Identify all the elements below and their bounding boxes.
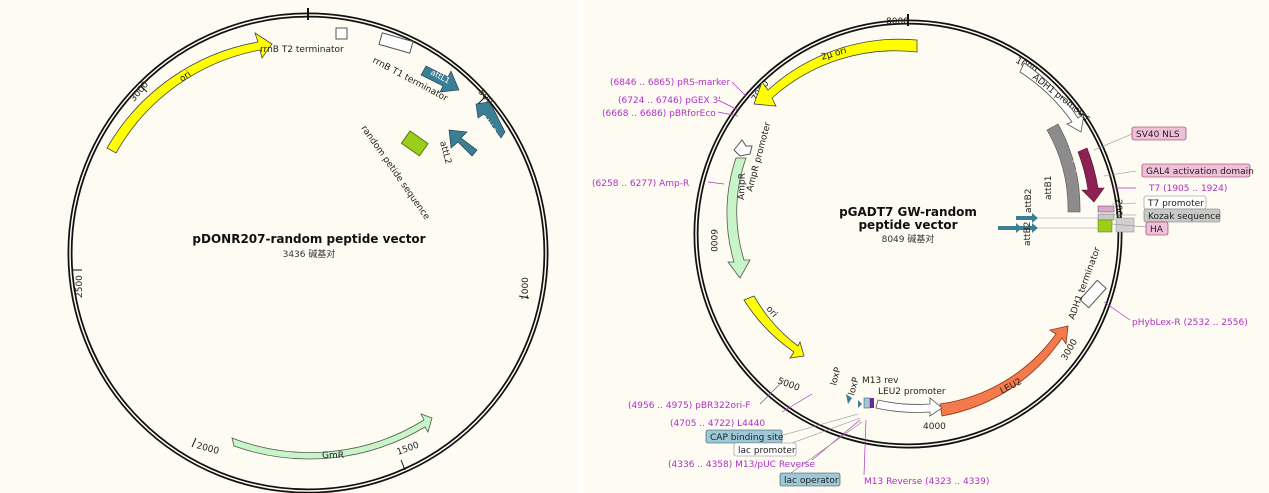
tick-label: 2000 [1113,199,1123,222]
loxp-feature[interactable] [846,394,852,404]
site-prs-marker[interactable]: (6846 .. 6865) pRS-marker [610,78,730,88]
sv40-nls-label: SV40 NLS [1136,130,1180,140]
tick-label: 4000 [923,422,946,432]
kozak-label: Kozak sequence [1148,212,1221,222]
pgadt7-map: 8000 1000 2000 3000 4000 5000 6000 7000 … [592,14,1254,487]
m13-rev-feature[interactable] [870,398,874,408]
leu2-promoter-feature[interactable] [875,397,943,417]
pdonr207-map: 1000 500 1500 2000 2500 3000 ori rrnB T2… [67,8,549,493]
leu2-feature[interactable] [939,325,1069,417]
site-pbr322ori-f[interactable]: (4956 .. 4975) pBR322ori-F [628,401,751,411]
two-micron-ori-feature[interactable] [753,38,918,107]
site-amp-r[interactable]: (6258 .. 6277) Amp-R [592,179,689,189]
kozak-feature[interactable] [1097,213,1115,221]
tick-label: 5000 [776,376,801,393]
rrnb-t2-terminator-feature[interactable] [335,27,348,40]
ha-box[interactable] [1145,221,1169,236]
map-length: 3436 碱基对 [283,248,336,260]
ampr-promoter-feature[interactable] [733,139,753,157]
tick-label: 1000 [521,277,531,300]
tick-label: 2500 [75,275,85,298]
m13-rev-label: M13 rev [862,376,899,386]
attb2-feature[interactable] [1016,223,1038,233]
random-peptide-feature[interactable] [400,130,429,157]
map-title-line2: peptide vector [858,218,957,232]
lac-operator-label: lac operator [784,476,839,486]
attl2-feature[interactable] [475,101,506,139]
tick-label: 1500 [396,440,421,457]
site-l4440[interactable]: (4705 .. 4722) L4440 [670,419,765,429]
site-phyblex-r[interactable]: pHybLex-R (2532 .. 2556) [1132,318,1248,328]
tick-label: 8000 [886,17,909,27]
gal4-activation-domain-feature[interactable] [1077,147,1105,203]
ampr-promoter-label: AmpR promoter [745,121,773,193]
cap-binding-site-label: CAP binding site [710,433,784,443]
loxp-feature-2[interactable] [858,400,862,408]
leu2-promoter-label: LEU2 promoter [878,387,946,397]
attb2-label: attB2 [1023,222,1033,246]
site-pbrforeco[interactable]: (6668 .. 6686) pBRforEco [602,109,716,119]
site-m13-puc-reverse[interactable]: (4336 .. 4358) M13/pUC Reverse [668,460,815,470]
gmr-label: GmR [322,451,344,461]
site-pgex[interactable]: (6724 .. 6746) pGEX 3' [618,96,721,106]
rrnb-t1-terminator-feature[interactable] [378,32,414,54]
attb1-feature[interactable] [1016,213,1038,223]
map-length: 8049 碱基对 [882,233,935,245]
ori-feature[interactable] [106,32,273,154]
rrnb-t2-label: rrnB T2 terminator [260,45,344,55]
gal4-box[interactable] [1141,163,1251,178]
lac-operator-box[interactable] [779,472,841,487]
lac-promoter-box[interactable] [733,442,797,457]
ampr-label: AmpR [737,173,748,200]
sv40-nls-box[interactable] [1131,126,1187,141]
gal4-label: GAL4 activation domain [1146,167,1254,177]
attb2-outer-feature[interactable] [998,223,1022,233]
attb1-label: attB1 [1044,176,1054,200]
tick-label: 2000 [195,441,220,457]
loxp-label: loxP [829,366,844,387]
adh1-terminator-feature[interactable] [1079,279,1107,309]
t7-promoter-feature[interactable] [1097,205,1115,213]
lac-feature[interactable] [863,397,871,409]
ha-feature[interactable] [1097,219,1113,233]
t7-promoter-label: T7 promoter [1147,199,1204,209]
site-m13-reverse[interactable]: M13 Reverse (4323 .. 4339) [864,477,989,487]
tick-label: 6000 [708,229,718,252]
random-peptide-feature[interactable] [1046,123,1081,213]
adh1-promoter-feature[interactable] [1019,62,1085,133]
adh1-promoter-label: ADH1 promoter [1030,72,1092,123]
ampr-feature[interactable] [726,157,751,279]
pgadt7-map-panel: 8000 1000 2000 3000 4000 5000 6000 7000 … [584,0,1269,493]
attl1-feature[interactable] [420,65,460,93]
map-title-line1: pGADT7 GW-random [839,205,977,219]
lac-promoter-label: lac promoter [738,446,796,456]
ori-feature[interactable] [743,295,805,359]
attl2-reverse-feature[interactable] [448,129,478,157]
ha-label: HA [1150,225,1164,235]
map-title: pDONR207-random peptide vector [192,232,425,246]
gmr-feature[interactable] [231,413,433,460]
pdonr207-map-panel: 1000 500 1500 2000 2500 3000 ori rrnB T2… [0,0,578,493]
loxp-label-2: loxP [847,376,862,397]
kozak-box[interactable] [1143,208,1221,223]
site-leaders [707,81,1136,476]
site-t7[interactable]: T7 (1905 .. 1924) [1148,184,1227,194]
attb2-label-2: attB2 [1024,189,1034,213]
